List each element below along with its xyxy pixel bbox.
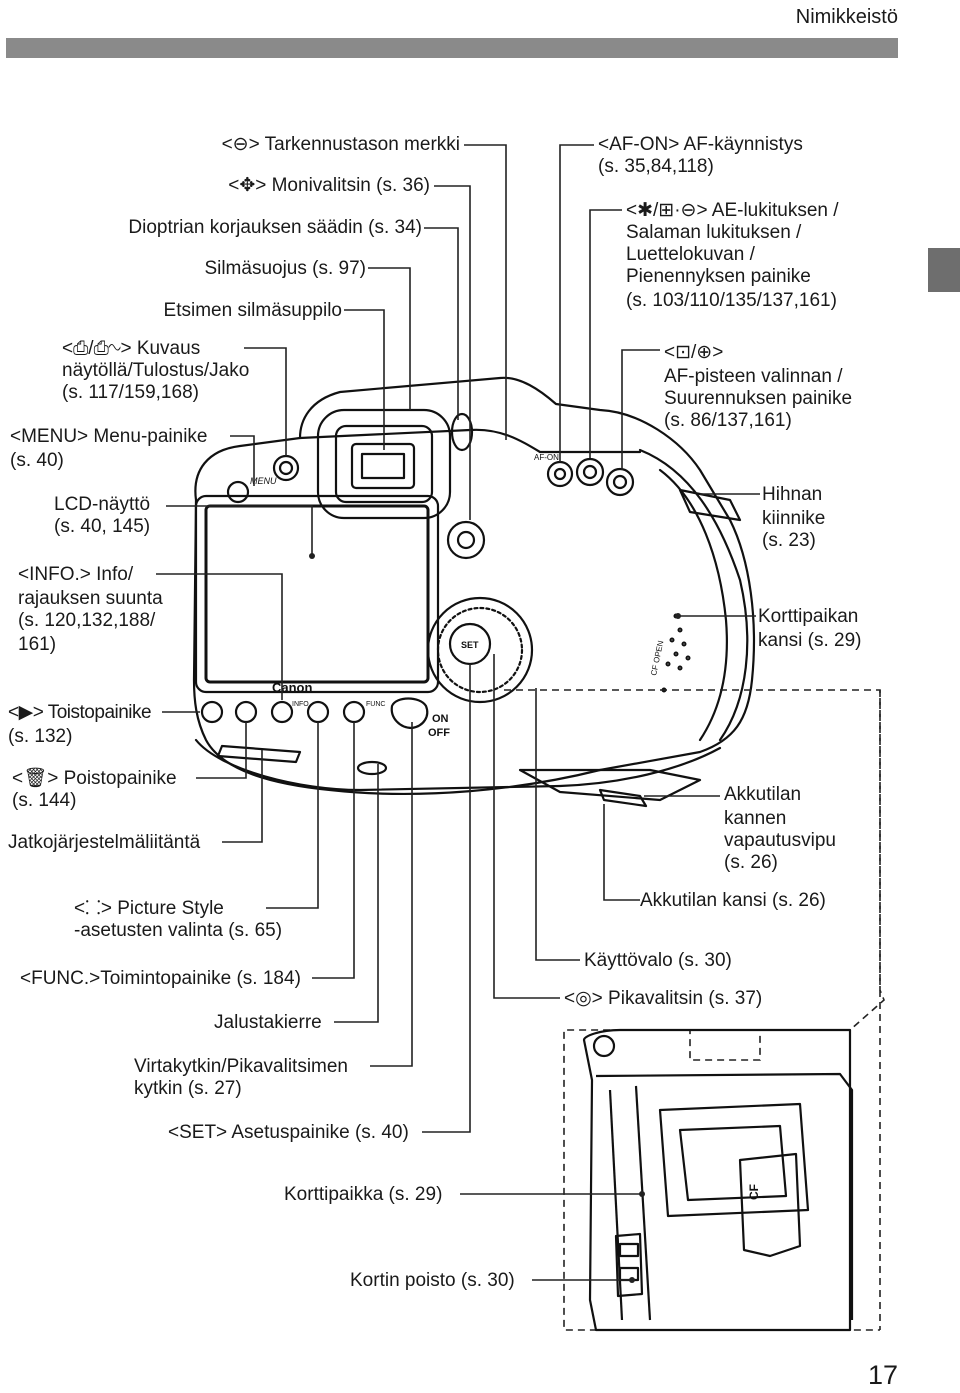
battery-cover-mark (518, 768, 702, 802)
camera-af-on-mark: AF-ON (534, 453, 559, 462)
camera-on-mark: ON (432, 713, 449, 725)
label-card-eject: Kortin poisto (s. 30) (350, 1270, 515, 1291)
label-erase-line1: <🗑> Poistopainike (12, 768, 177, 789)
label-card-cover-line1: Korttipaikan (758, 606, 859, 627)
dioptric-dial (450, 412, 474, 452)
label-set-button: <SET> Asetuspainike (s. 40) (168, 1122, 409, 1143)
card-eject-mark (614, 1232, 644, 1298)
camera-set-mark: SET (461, 640, 479, 650)
label-info-line2: rajauksen suunta (18, 588, 163, 609)
info-button-mark (270, 700, 294, 724)
label-ae-lock-line5: (s. 103/110/135/137,161) (626, 290, 837, 311)
page-number: 17 (867, 1360, 898, 1390)
grip-outline (638, 448, 749, 742)
label-playback-line1: <▶> Toistopainike (8, 702, 152, 723)
label-strap-mount-line2: kiinnike (762, 508, 826, 529)
lcd-frame (194, 494, 440, 694)
label-lcd-line2: (s. 40, 145) (54, 516, 151, 537)
label-picture-style-line2: -asetusten valinta (s. 65) (74, 920, 283, 941)
label-extension-terminal: Jatkojärjestelmäliitäntä (8, 832, 201, 853)
label-af-point-mark: <⊖> Tarkennustason merkki (221, 134, 460, 155)
label-strap-mount-line1: Hihnan (762, 484, 823, 505)
label-power-switch-line2: kytkin (s. 27) (134, 1078, 242, 1099)
ae-lock-button-mark (575, 457, 605, 487)
label-direct-print-line1: <⎙/⎙∿> Kuvaus (62, 338, 201, 359)
chapter-tab (928, 248, 960, 292)
label-card-slot: Korttipaikka (s. 29) (284, 1184, 443, 1205)
label-access-lamp: Käyttövalo (s. 30) (584, 950, 732, 971)
multi-controller-mark (446, 520, 486, 560)
menu-button-mark (226, 480, 250, 504)
inset-compartment-outline (582, 1028, 852, 1332)
label-tripod-socket: Jalustakierre (214, 1012, 322, 1033)
label-af-point-line3: Suurennuksen painike (664, 388, 853, 409)
label-ae-lock-line4: Pienennyksen painike (626, 266, 811, 287)
label-card-cover-line2: kansi (s. 29) (758, 630, 862, 651)
inset-card-door (738, 1152, 802, 1258)
header-bar (6, 38, 898, 58)
card-slot-mark (658, 1102, 810, 1218)
label-info-line3: (s. 120,132,188/ (18, 610, 156, 631)
label-eyecup: Silmäsuojus (s. 97) (204, 258, 366, 279)
label-menu-line1: <MENU> Menu-painike (10, 426, 208, 447)
extension-terminal-mark (216, 744, 302, 764)
af-point-button-mark (605, 467, 635, 497)
label-battery-cover: Akkutilan kansi (s. 26) (640, 890, 826, 911)
label-playback-line2: (s. 132) (8, 726, 73, 747)
label-func-button: <FUNC.>Toimintopainike (s. 184) (20, 968, 301, 989)
camera-off-mark: OFF (428, 727, 450, 739)
camera-func-mark: FUNC (366, 701, 385, 708)
camera-menu-mark: MENU (250, 476, 277, 486)
label-eyepiece: Etsimen silmäsuppilo (163, 300, 342, 321)
label-af-point-line1: <⊡/⊕> (664, 342, 724, 363)
label-erase-line2: (s. 144) (12, 790, 77, 811)
power-switch-mark (390, 697, 429, 730)
label-dioptric-adjustment: Dioptrian korjauksen säädin (s. 34) (128, 217, 422, 238)
label-direct-print-line3: (s. 117/159,168) (62, 382, 199, 403)
label-quick-control-dial: <◎> Pikavalitsin (s. 37) (564, 988, 763, 1009)
label-power-switch-line1: Virtakytkin/Pikavalitsimen (134, 1056, 349, 1077)
playback-button-mark (200, 700, 224, 724)
label-ae-lock-line2: Salaman lukituksen / (626, 222, 802, 243)
label-battery-release-line2: kannen (724, 808, 787, 829)
viewfinder-window (350, 442, 416, 490)
label-battery-release-line1: Akkutilan (724, 784, 802, 805)
camera-body-outline (192, 376, 756, 795)
lcd-screen (204, 504, 430, 684)
label-info-line4: 161) (18, 634, 57, 655)
label-ae-lock-line1: <✱/⊞·⊖> AE-lukituksen / (626, 200, 839, 221)
inset-dashed-box (504, 689, 885, 1331)
label-strap-mount-line3: (s. 23) (762, 530, 816, 551)
label-menu-line2: (s. 40) (10, 450, 64, 471)
label-lcd-line1: LCD-näyttö (54, 494, 151, 515)
label-multi-controller: <✥> Monivalitsin (s. 36) (228, 175, 430, 196)
label-battery-release-line4: (s. 26) (724, 852, 778, 873)
card-cover-dots (661, 613, 691, 693)
label-af-point-line4: (s. 86/137,161) (664, 410, 792, 431)
battery-latch-mark (598, 788, 648, 808)
quick-control-dial (426, 596, 534, 704)
camera-info-mark: INFO (292, 701, 309, 708)
label-af-on-line2: (s. 35,84,118) (598, 156, 714, 177)
label-battery-release-line3: vapautusvipu (724, 830, 836, 851)
tripod-socket-mark (356, 760, 388, 776)
label-af-on-line1: <AF-ON> AF-käynnistys (598, 134, 803, 155)
label-direct-print-line2: näytöllä/Tulostus/Jako (62, 360, 250, 381)
inset-cf-mark: CF (747, 1184, 761, 1200)
page-header-title: Nimikkeistö (795, 6, 898, 28)
strap-mount-mark (678, 488, 742, 522)
label-af-point-line2: AF-pisteen valinnan / (664, 366, 843, 387)
label-info-line1: <INFO.> Info/ (18, 564, 134, 585)
label-picture-style-line1: <⸬> Picture Style (74, 898, 224, 919)
label-ae-lock-line3: Luettelokuvan / (626, 244, 755, 265)
